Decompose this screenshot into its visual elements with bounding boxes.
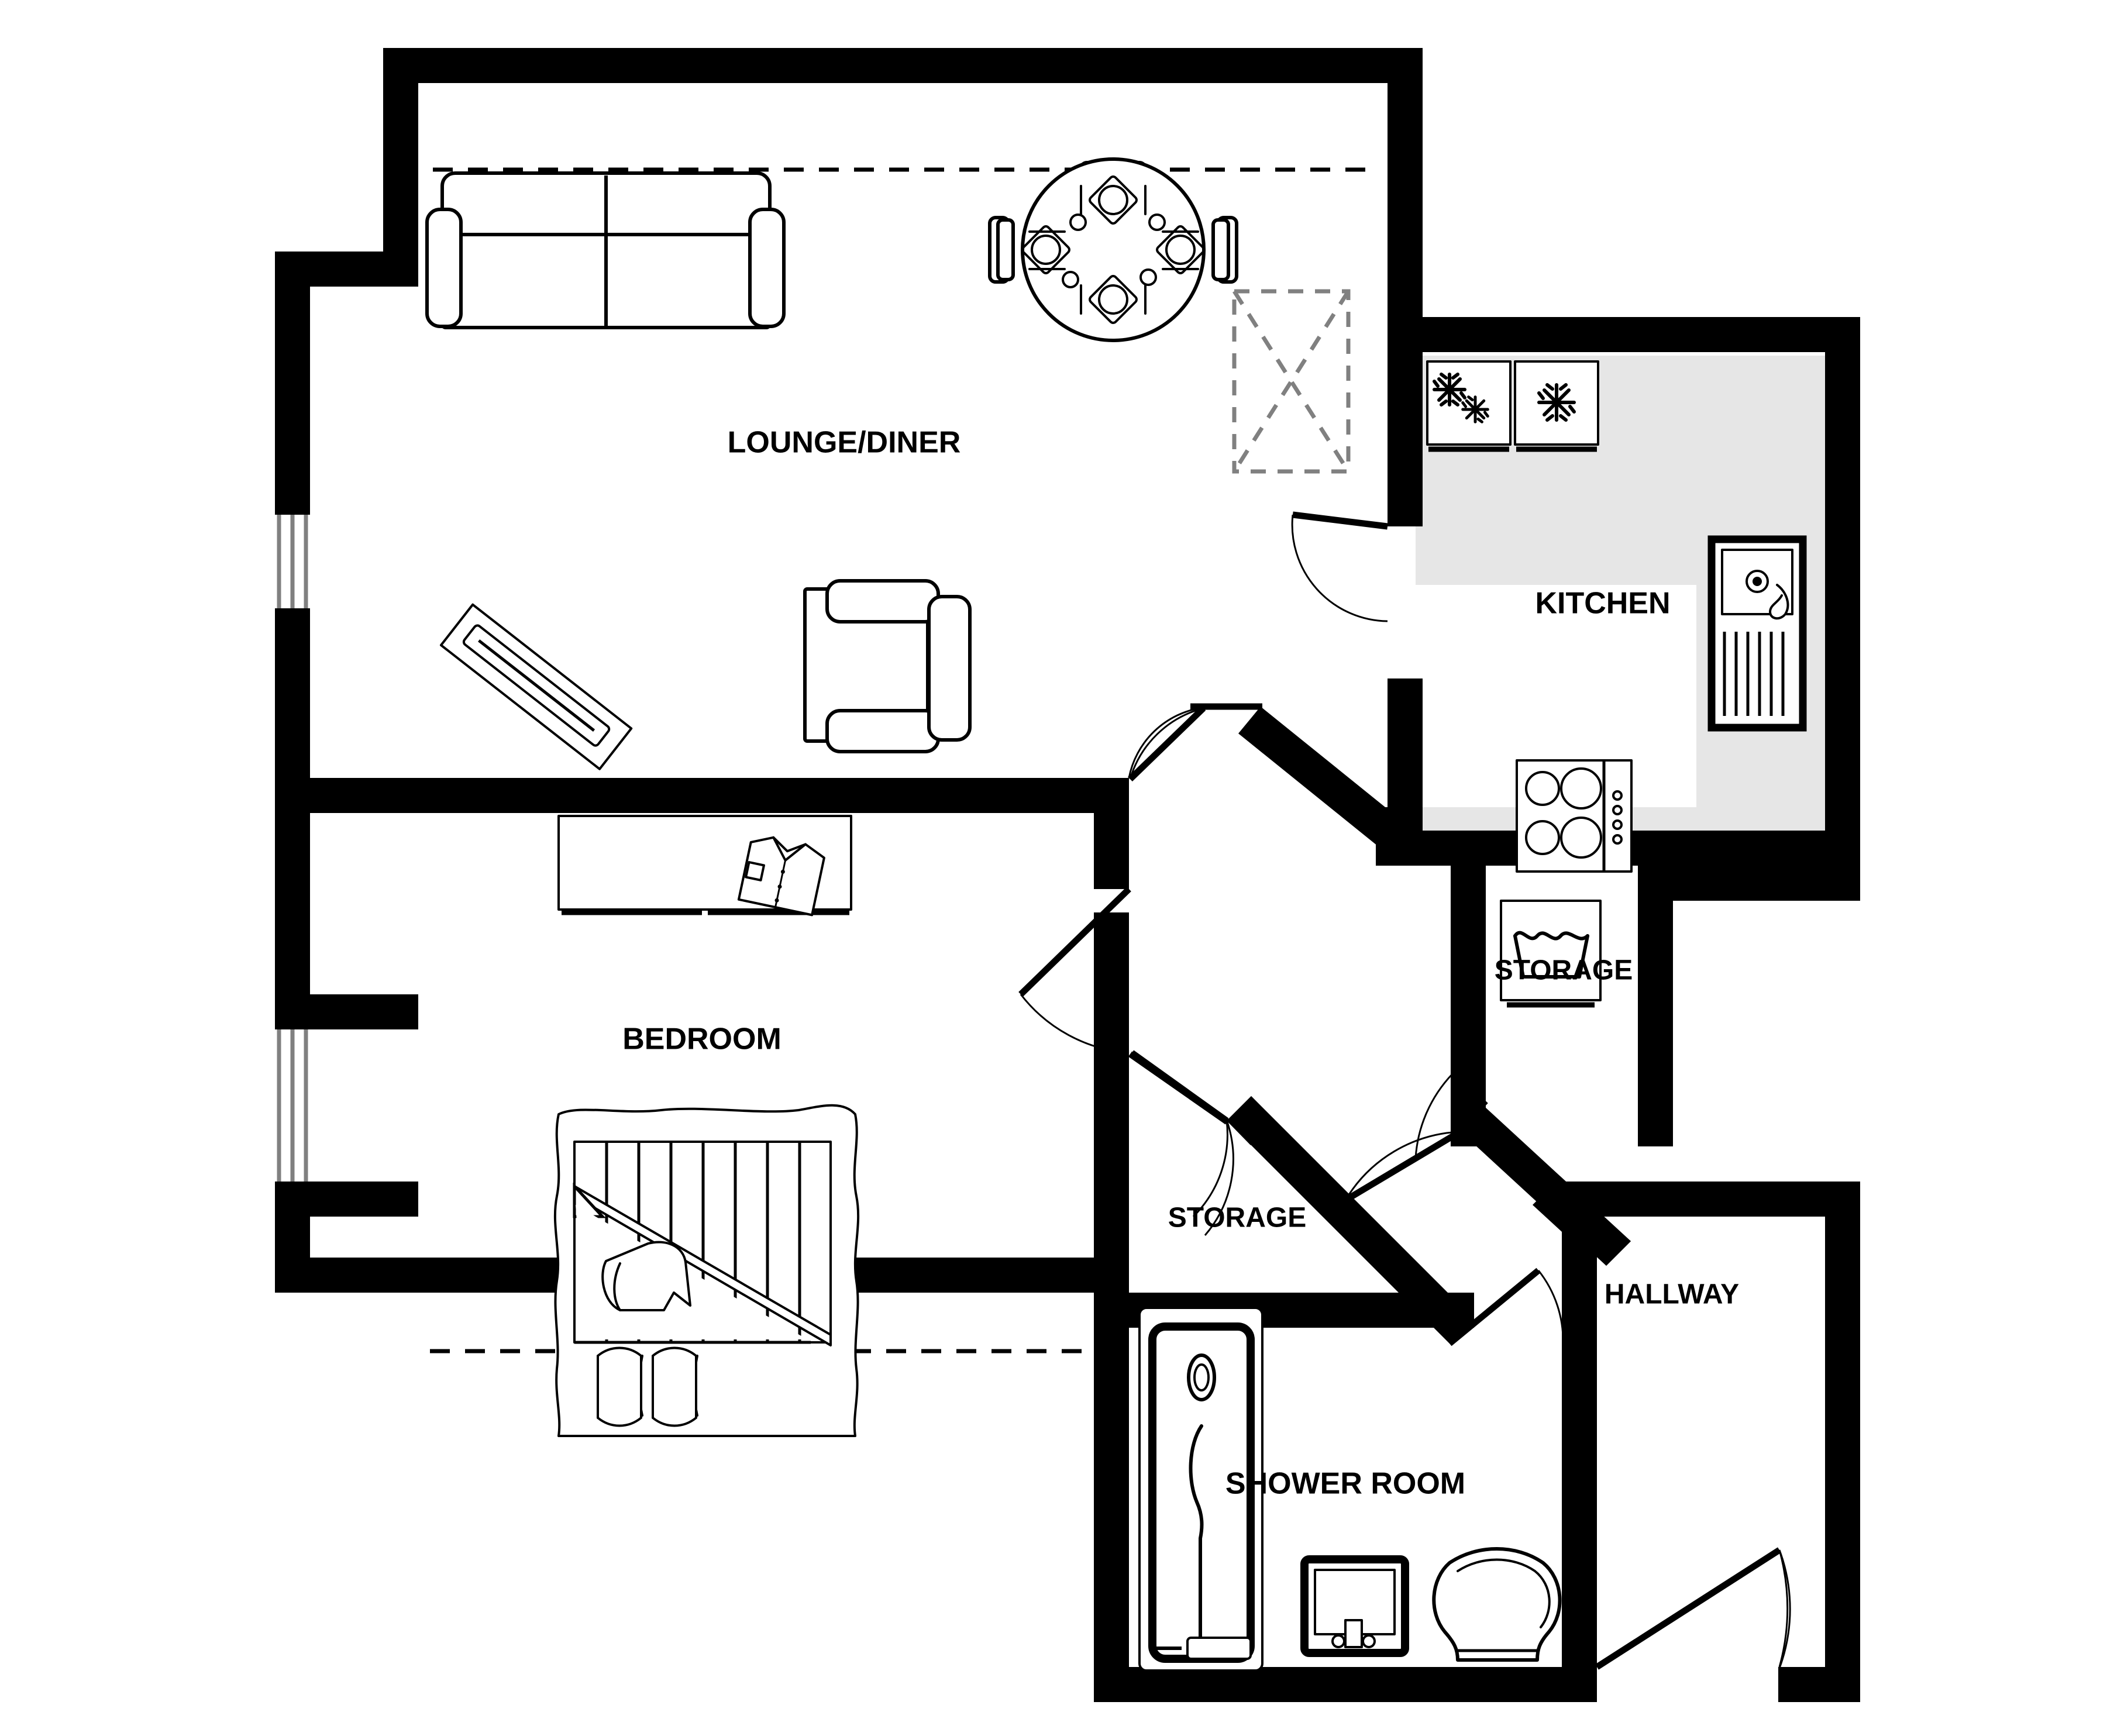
- sofa: [425, 171, 786, 329]
- shower-enclosure: [1138, 1307, 1263, 1672]
- rug-diag-2: [1232, 290, 1350, 473]
- dining-table: [988, 157, 1238, 342]
- room-label-hallway: HALLWAY: [1605, 1279, 1739, 1310]
- fridge-freezer: [1426, 360, 1512, 452]
- sink-with-drainer: [1707, 535, 1807, 732]
- storage-door-alt[interactable]: [1128, 1051, 1234, 1236]
- room-label-storage-util: STORAGE: [1495, 955, 1633, 986]
- freezer: [1514, 360, 1599, 452]
- room-label-storage-main: STORAGE: [1168, 1203, 1306, 1234]
- rug-diag-1: [1232, 290, 1350, 473]
- utility-door-real[interactable]: [1344, 1105, 1487, 1203]
- shirt-icon: [737, 836, 825, 917]
- bedroom-door[interactable]: [1018, 887, 1131, 1054]
- window-bedroom: [277, 1029, 308, 1182]
- television: [439, 603, 633, 770]
- room-label-lounge-diner: LOUNGE/DINER: [728, 426, 961, 460]
- room-label-kitchen: KITCHEN: [1535, 587, 1670, 621]
- hob-four-ring: [1516, 759, 1633, 873]
- rug: [1232, 289, 1351, 474]
- wash-basin: [1300, 1555, 1409, 1657]
- tap-icon: [1745, 570, 1789, 620]
- wash-tub-icon: [1513, 934, 1589, 979]
- utility-storage-door[interactable]: [1414, 1072, 1488, 1159]
- snowflake-icon: [1537, 383, 1576, 422]
- room-label-bedroom: BEDROOM: [622, 1022, 781, 1056]
- toilet: [1432, 1547, 1562, 1662]
- hall-door-upper[interactable]: [1337, 804, 1423, 841]
- kitchen-door[interactable]: [1291, 511, 1388, 622]
- wardrobe: [557, 815, 852, 917]
- door-lounge[interactable]: [1128, 706, 1206, 781]
- storage-door[interactable]: [1130, 1050, 1229, 1218]
- washing-machine: [1500, 900, 1602, 1008]
- double-bed: [553, 1104, 860, 1437]
- window-lounge: [277, 515, 308, 608]
- snowflake-icon: [1433, 373, 1489, 423]
- shower-room-door[interactable]: [1447, 1267, 1564, 1346]
- armchair: [803, 579, 972, 753]
- room-label-shower-room: SHOWER ROOM: [1225, 1467, 1465, 1501]
- entrance-door[interactable]: [1595, 1547, 1791, 1670]
